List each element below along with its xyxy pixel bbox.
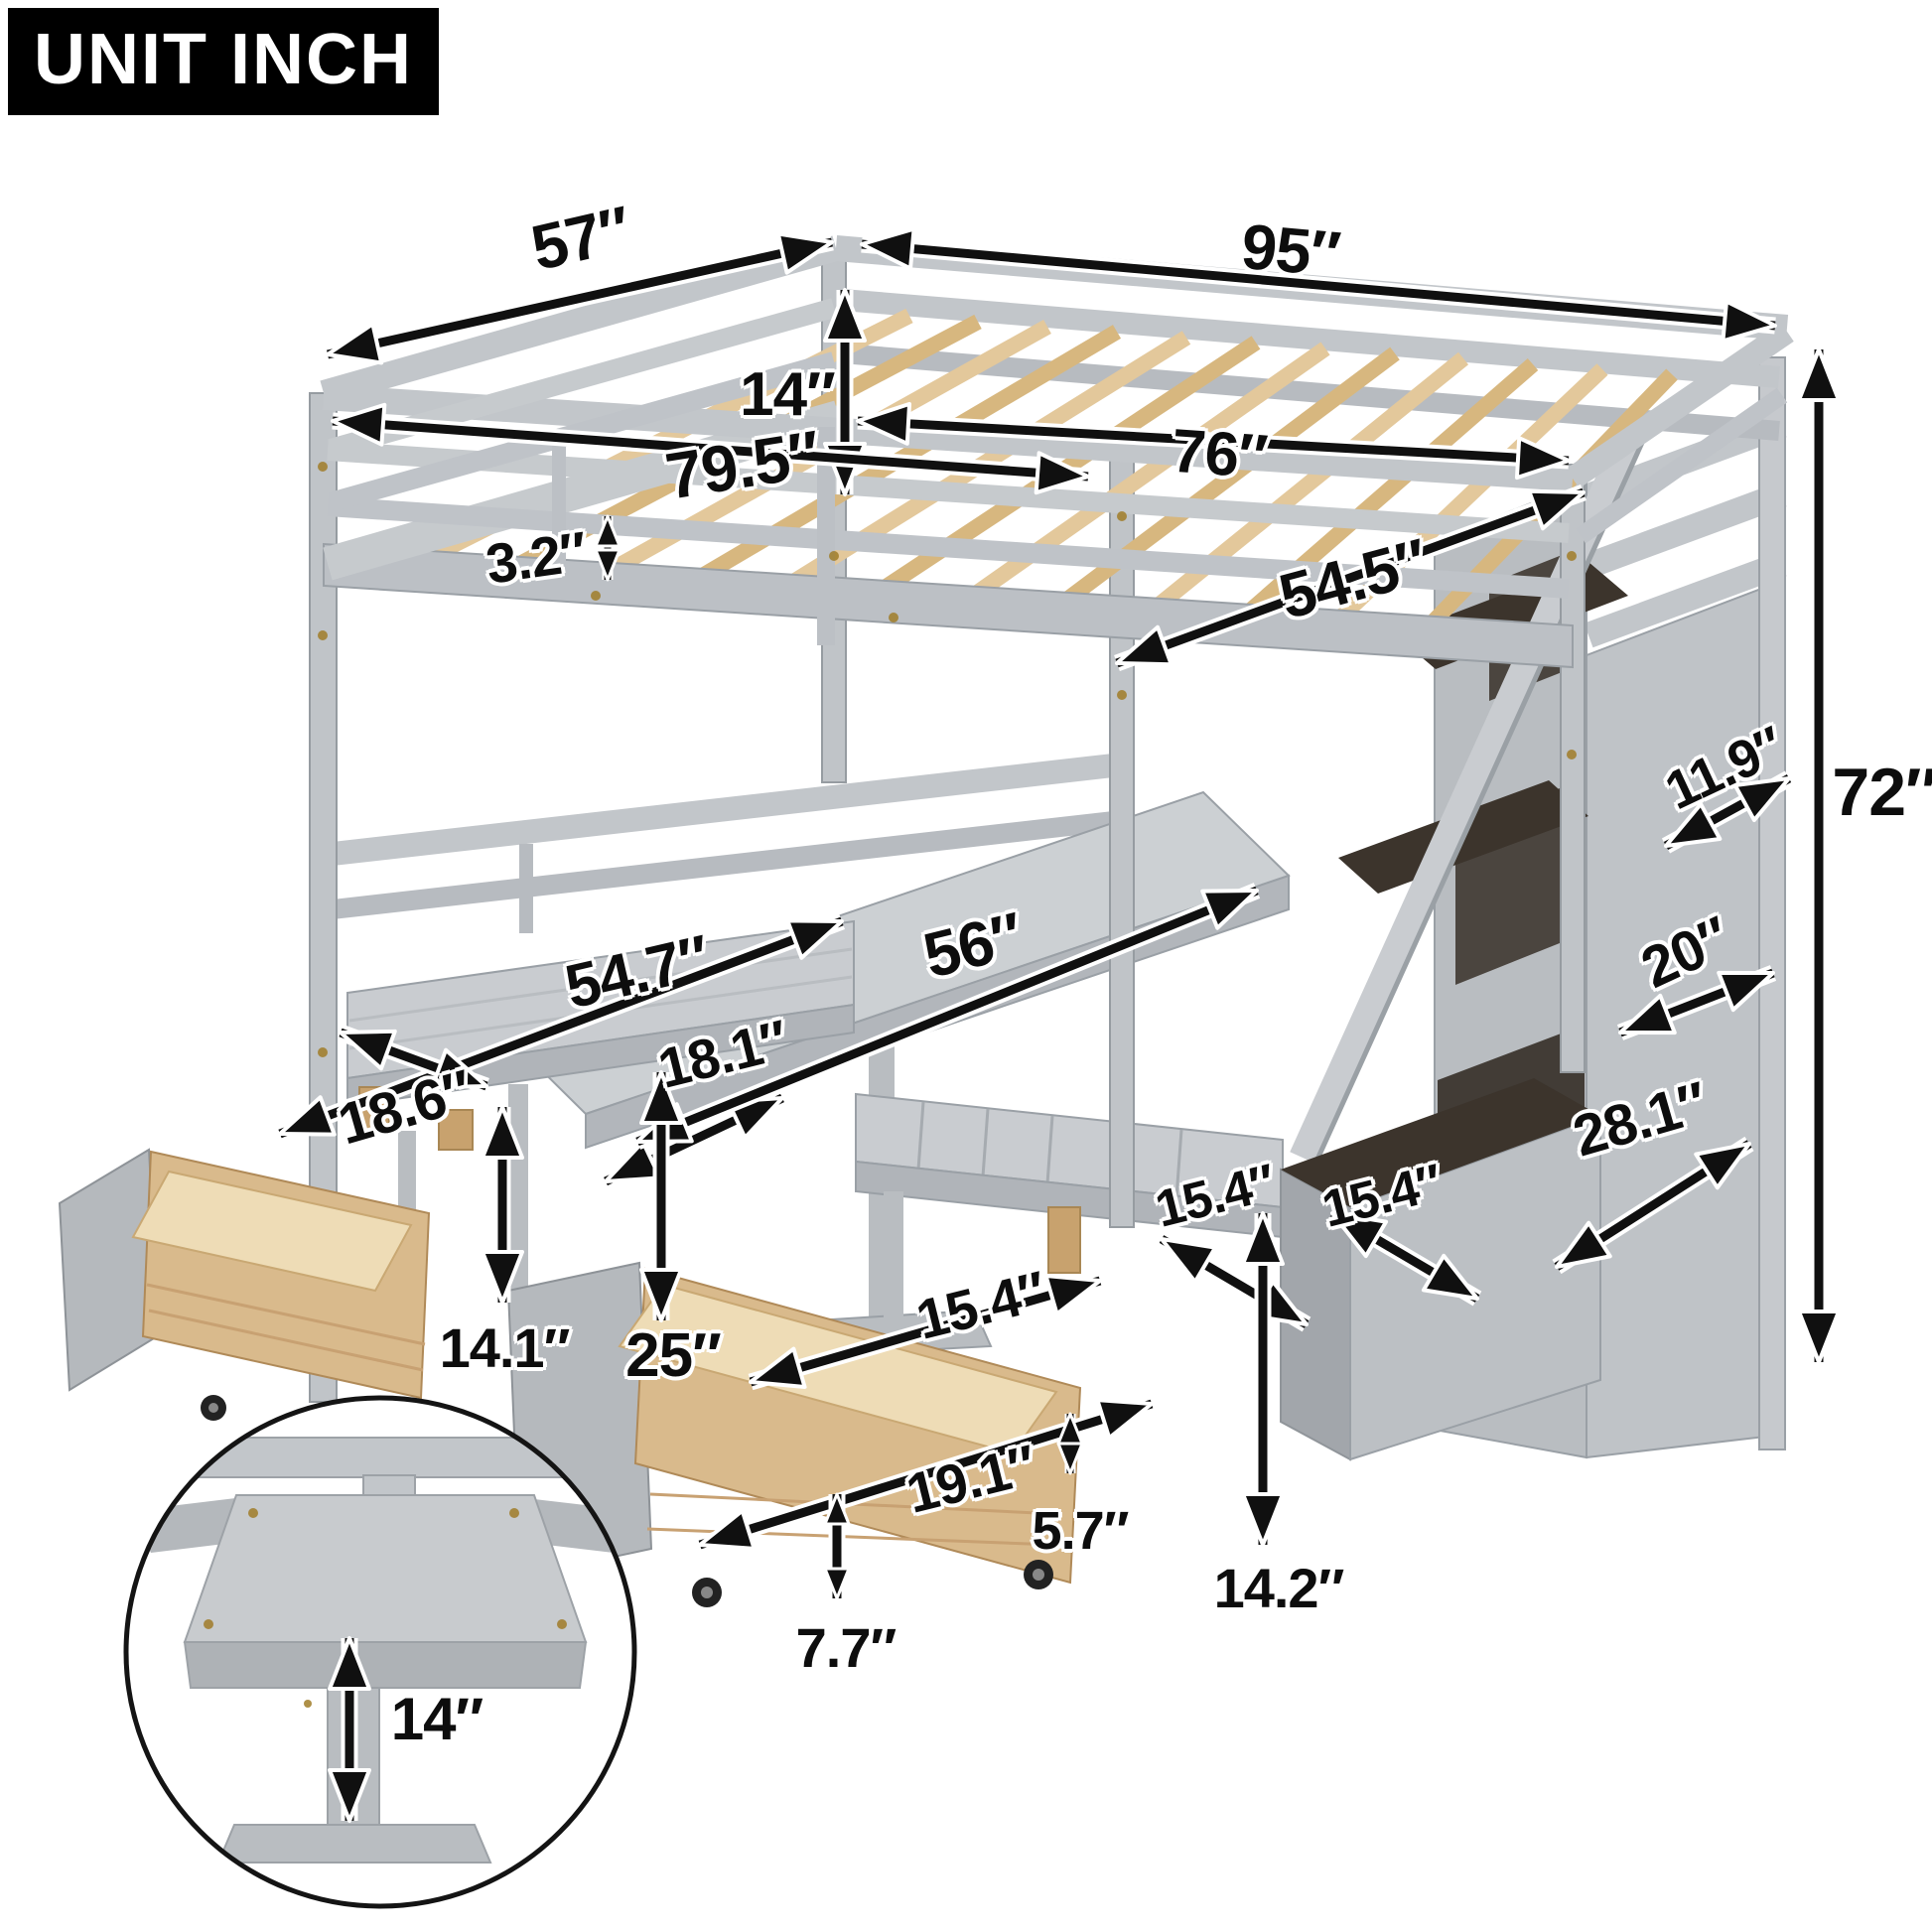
- drawer-front-panel: [58, 1148, 161, 1392]
- dim-label-overall-height: 72″: [1832, 755, 1932, 830]
- dimension-arrows: [276, 226, 1841, 1823]
- dim-arrow-79-5: [331, 402, 1090, 495]
- dim-arrow-28-1: [1552, 1136, 1754, 1275]
- lower-back-rails: [331, 753, 1124, 933]
- dim-arrow-11-9: [1661, 770, 1794, 854]
- dim-label-guardrail-gap: 3.2″: [482, 519, 591, 596]
- inset-desk-top: [183, 1494, 588, 1643]
- unit-badge: UNIT INCH: [8, 8, 439, 115]
- dim-arrow-15-4-cube: [1327, 1205, 1482, 1307]
- dim-arrow-56: [633, 883, 1261, 1150]
- dim-arrow-95: [860, 226, 1777, 344]
- dim-label-guardrail-height: 14″: [740, 360, 836, 429]
- dim-label-center-desk-height: 25″: [625, 1321, 722, 1390]
- wood-block: [1047, 1206, 1081, 1274]
- dim-label-drawer-front-height: 7.7″: [795, 1616, 897, 1679]
- dim-arrow-20: [1616, 965, 1777, 1040]
- dim-label-overall-length: 95″: [1238, 209, 1343, 291]
- drawer-interior: [131, 1170, 413, 1293]
- storage-cube-top: [1281, 1078, 1600, 1207]
- dim-label-drawer-inner-height: 5.7″: [1032, 1501, 1130, 1561]
- dim-label-storage-cube-height: 14.2″: [1213, 1557, 1345, 1619]
- dim-label-inset-desk-height: 14″: [390, 1686, 483, 1752]
- inset-detail-circle: [123, 1395, 637, 1909]
- dim-label-upper-inner-length: 76″: [1169, 416, 1270, 492]
- dim-arrow-54-5: [1114, 484, 1587, 671]
- dim-arrow-18-6: [338, 1025, 489, 1094]
- dim-arrow-57: [326, 231, 834, 365]
- inset-desk-foot: [216, 1824, 492, 1863]
- dim-arrow-15-4-drawer: [748, 1272, 1103, 1391]
- drawer-left: [58, 1148, 431, 1427]
- dim-label-side-desk-height: 14.1″: [439, 1316, 571, 1379]
